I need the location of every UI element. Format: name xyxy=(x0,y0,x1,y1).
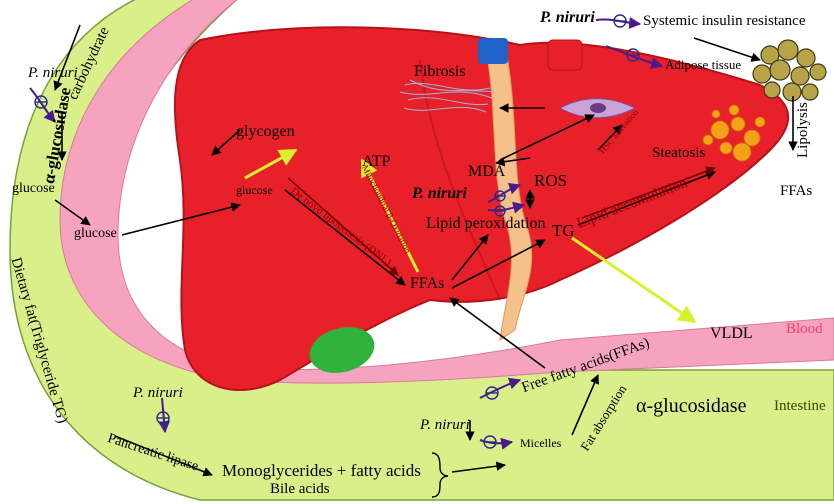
glucose-label-mid: glucose xyxy=(74,227,117,241)
mda-label: MDA xyxy=(468,164,505,180)
lipolysis-label: Lipolysis xyxy=(796,102,811,158)
glucose-label-liver: glucose xyxy=(236,184,273,196)
bile-acids-label: Bile acids xyxy=(270,482,330,497)
glucose-label-left: glucose xyxy=(12,182,55,196)
ffas-label-right: FFAs xyxy=(780,184,812,199)
glycogen-label: glycogen xyxy=(236,124,295,140)
adipose-tissue-label: Adipose tissue xyxy=(665,58,741,71)
lipid-peroxidation-label: Lipid peroxidation xyxy=(426,216,546,232)
p-niruri-label-bottom-right: P. niruri xyxy=(420,418,470,433)
micelles-label: Micelles xyxy=(520,437,561,449)
intestine-label: Intestine xyxy=(774,399,826,414)
blue-vessel xyxy=(478,38,508,64)
steatosis-label: Steatosis xyxy=(652,146,705,161)
ros-label: ROS xyxy=(534,172,567,189)
alpha-glucosidase-label-bottom: α-glucosidase xyxy=(636,396,746,416)
fibrosis-label: Fibrosis xyxy=(414,64,466,80)
blood-label: Blood xyxy=(786,322,823,337)
ffas-label-liver: FFAs xyxy=(410,276,444,292)
monoglycerides-label: Monoglycerides + fatty acids xyxy=(222,462,421,479)
adipose-cluster-icon xyxy=(753,40,826,101)
p-niruri-label-top-left: P. niruri xyxy=(28,66,78,81)
vldl-label: VLDL xyxy=(710,326,753,342)
red-vessel xyxy=(548,40,582,70)
p-niruri-label-liver: P. niruri xyxy=(412,186,467,202)
tg-label: TG xyxy=(552,222,575,239)
p-niruri-label-top-right: P. niruri xyxy=(540,10,595,26)
p-niruri-label-bottom-left: P. niruri xyxy=(133,386,183,401)
systemic-insulin-resistance-label: Systemic insulin resistance xyxy=(643,14,805,29)
